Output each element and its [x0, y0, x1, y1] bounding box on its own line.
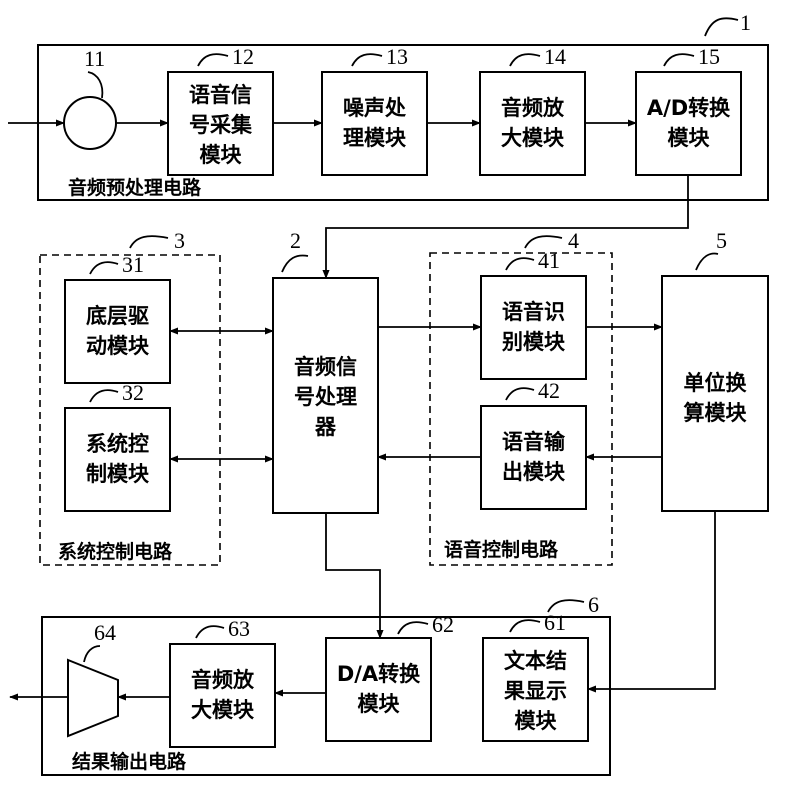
module-62-leader	[397, 621, 429, 635]
module-11-ref: 11	[84, 46, 105, 71]
module-63-ref: 63	[228, 616, 250, 641]
da-converter-module-62	[325, 637, 432, 742]
module-32-ref: 32	[122, 380, 144, 405]
module-2-ref: 2	[290, 228, 301, 253]
module-12-leader	[197, 53, 229, 67]
module-42-leader	[505, 387, 535, 401]
module-14-leader	[509, 53, 541, 67]
microphone-11	[63, 96, 117, 150]
module-31-leader	[89, 261, 119, 275]
module-62-label-line-1: D/A转换	[337, 662, 421, 686]
module-12-ref: 12	[232, 44, 254, 69]
group-3-leader	[129, 235, 169, 249]
module-13-label-line-2: 理模块	[343, 126, 407, 150]
module-61-label-line-3: 模块	[515, 709, 558, 733]
result-output-circuit-frame	[41, 616, 611, 776]
module-42-label-line-1: 语音输	[502, 430, 566, 454]
module-41-ref: 41	[538, 248, 560, 273]
module-63-label-line-2: 大模块	[191, 698, 255, 722]
group-6-ref: 6	[588, 592, 599, 617]
module-15-leader	[663, 53, 695, 67]
audio-amplifier-module-14	[479, 71, 586, 176]
system-control-module-32	[64, 407, 171, 512]
module-11-leader	[87, 71, 104, 99]
group-6-leader	[547, 599, 585, 613]
ad-converter-module-15	[635, 71, 742, 176]
group-1-ref: 1	[740, 10, 751, 35]
speaker-64	[67, 658, 119, 738]
module-62-ref: 62	[432, 612, 454, 637]
module-15-label-line-2: 模块	[668, 126, 711, 150]
module-12-label-line-3: 模块	[200, 143, 243, 167]
speech-output-module-42	[480, 405, 587, 510]
module-32-label-line-1: 系统控	[86, 432, 149, 456]
group-4-leader	[524, 235, 563, 249]
module-32-label-line-2: 制模块	[86, 462, 150, 486]
wire-15-to-2	[322, 175, 689, 279]
audio-preprocess-circuit-label: 音频预处理电路	[68, 176, 202, 199]
module-64-leader	[83, 645, 101, 663]
system-control-circuit-frame	[39, 254, 221, 566]
group-3-ref: 3	[174, 228, 185, 253]
speech-recognition-module-41	[480, 275, 587, 380]
module-41-label-line-2: 别模块	[501, 330, 566, 354]
module-31-label-line-2: 动模块	[86, 334, 150, 358]
group-4-ref: 4	[568, 228, 579, 253]
wire-2-to-62	[325, 513, 384, 639]
voice-control-circuit-frame	[429, 252, 613, 566]
module-63-leader	[195, 625, 225, 639]
module-14-label-line-2: 大模块	[501, 126, 565, 150]
voice-signal-acquisition-module-12	[167, 71, 274, 176]
module-12-label-line-1: 语音信	[189, 83, 252, 107]
module-5-ref: 5	[716, 228, 727, 253]
module-2-leader	[281, 254, 309, 273]
module-14-label-line-1: 音频放	[501, 96, 565, 120]
module-31-ref: 31	[122, 252, 144, 277]
module-62-label-line-2: 模块	[358, 692, 401, 716]
audio-amplifier-module-63	[169, 643, 276, 748]
noise-processing-module-13	[321, 71, 428, 176]
module-2-label-line-1: 音频信	[294, 355, 357, 379]
module-41-leader	[505, 257, 535, 271]
system-control-circuit-label: 系统控制电路	[58, 540, 173, 563]
module-5-label-line-1: 单位换	[684, 371, 748, 395]
module-61-leader	[509, 619, 541, 633]
wire-5-to-61	[587, 511, 716, 693]
module-5-label-line-2: 算模块	[684, 401, 748, 425]
module-13-leader	[351, 53, 383, 67]
module-32-leader	[89, 389, 119, 403]
module-42-label-line-2: 出模块	[502, 460, 566, 484]
module-5-leader	[695, 252, 719, 271]
module-12-label-line-2: 号采集	[189, 113, 253, 137]
module-42-ref: 42	[538, 378, 560, 403]
group-1-leader	[704, 17, 739, 37]
module-15-label-line-1: A/D转换	[647, 96, 731, 120]
module-13-ref: 13	[386, 44, 408, 69]
module-13-label-line-1: 噪声处	[343, 96, 406, 120]
module-61-label-line-1: 文本结	[504, 649, 567, 673]
low-level-driver-module-31	[64, 279, 171, 384]
module-61-ref: 61	[544, 610, 566, 635]
unit-conversion-module-5	[661, 275, 769, 512]
module-64-ref: 64	[94, 620, 116, 645]
module-14-ref: 14	[544, 44, 566, 69]
module-2-label-line-3: 器	[314, 415, 337, 439]
module-2-label-line-2: 号处理	[294, 385, 357, 409]
module-15-ref: 15	[698, 44, 720, 69]
voice-control-circuit-label: 语音控制电路	[444, 538, 559, 561]
module-61-label-line-2: 果显示	[504, 679, 567, 703]
module-63-label-line-1: 音频放	[191, 668, 255, 692]
module-31-label-line-1: 底层驱	[86, 304, 149, 328]
result-output-circuit-label: 结果输出电路	[72, 750, 187, 773]
module-41-label-line-1: 语音识	[502, 300, 565, 324]
